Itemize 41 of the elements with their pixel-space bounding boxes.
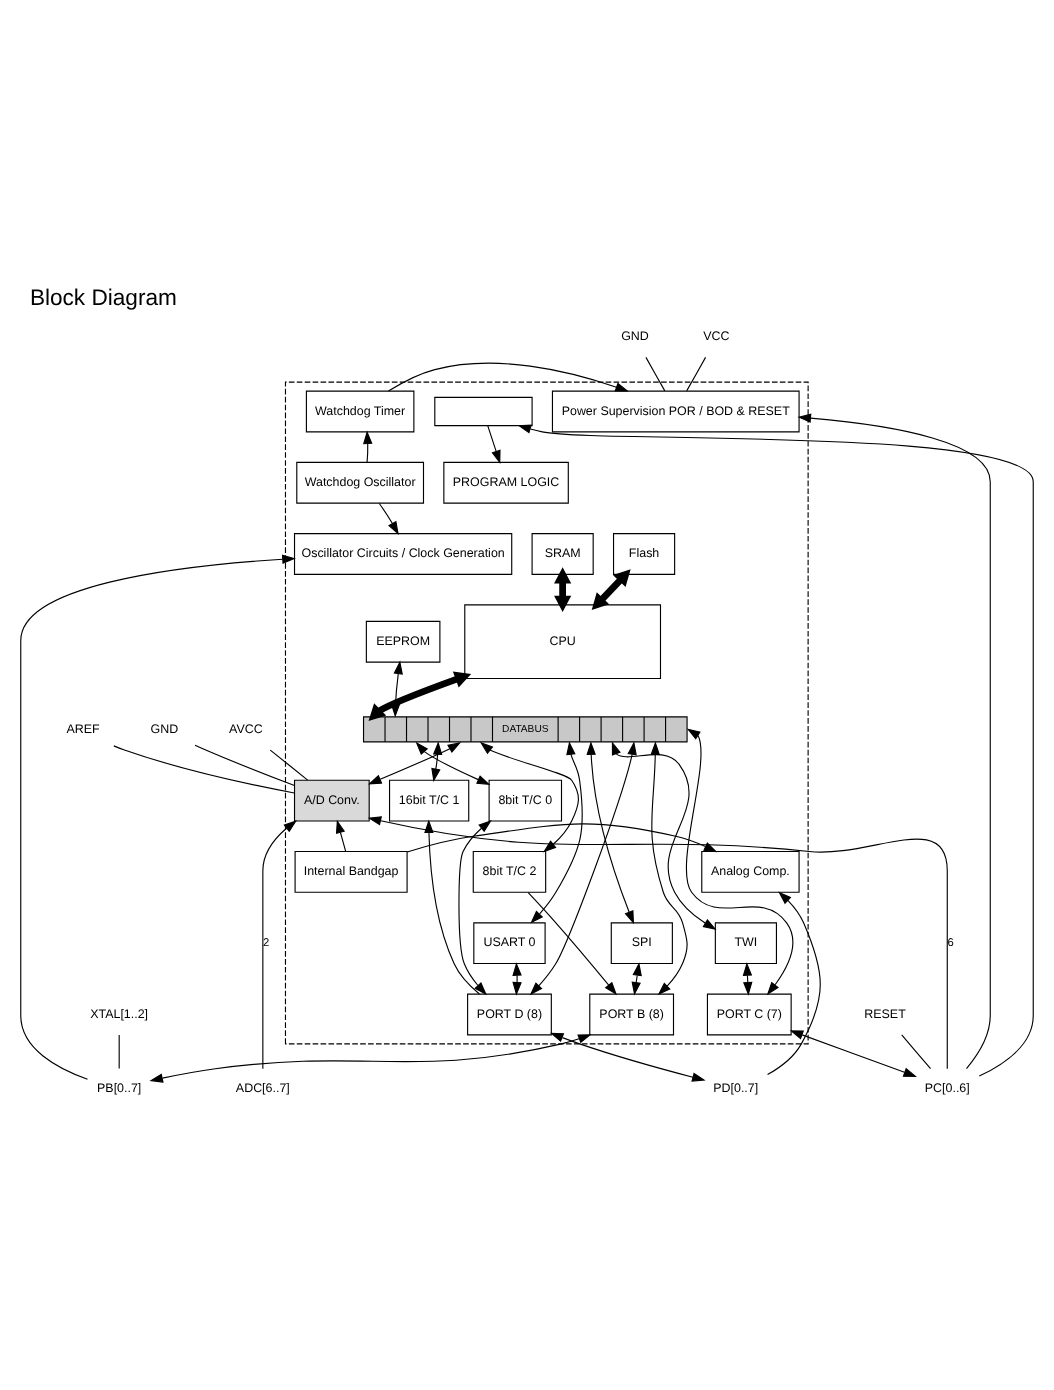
arrow	[387, 361, 629, 391]
connector	[645, 355, 666, 391]
arrow	[527, 891, 618, 995]
connector	[686, 355, 707, 391]
arrow	[611, 740, 717, 929]
arrow	[512, 961, 522, 995]
arrow	[517, 423, 1034, 1076]
connector	[901, 1033, 932, 1069]
arrow	[390, 659, 403, 717]
arrow	[586, 740, 635, 924]
arrow	[415, 740, 491, 784]
arrow	[487, 424, 501, 463]
arrow	[549, 1031, 706, 1081]
diagram-title: Block Diagram	[29, 286, 177, 311]
arrow	[367, 741, 462, 784]
arrow	[368, 670, 472, 720]
arrow	[591, 568, 631, 610]
node-box	[434, 395, 533, 426]
arrow	[529, 740, 637, 995]
connector	[194, 743, 295, 786]
arrow	[20, 553, 296, 1079]
arrow	[431, 740, 443, 781]
arrow	[650, 740, 688, 995]
arrow	[363, 429, 373, 462]
arrow	[262, 819, 298, 1069]
arrow	[767, 890, 821, 1075]
arrow	[554, 566, 572, 612]
connector	[113, 744, 295, 793]
arrow	[149, 1033, 592, 1082]
connector	[269, 748, 309, 780]
arrow	[685, 727, 794, 995]
arrow	[797, 412, 991, 1069]
arrow	[530, 740, 583, 923]
arrow	[335, 818, 347, 851]
arrow	[631, 961, 642, 995]
arrow	[479, 740, 579, 852]
connector	[118, 1033, 120, 1069]
arrow	[406, 822, 718, 852]
arrow	[789, 1029, 918, 1076]
arrow	[458, 819, 492, 995]
arrow	[378, 501, 399, 534]
